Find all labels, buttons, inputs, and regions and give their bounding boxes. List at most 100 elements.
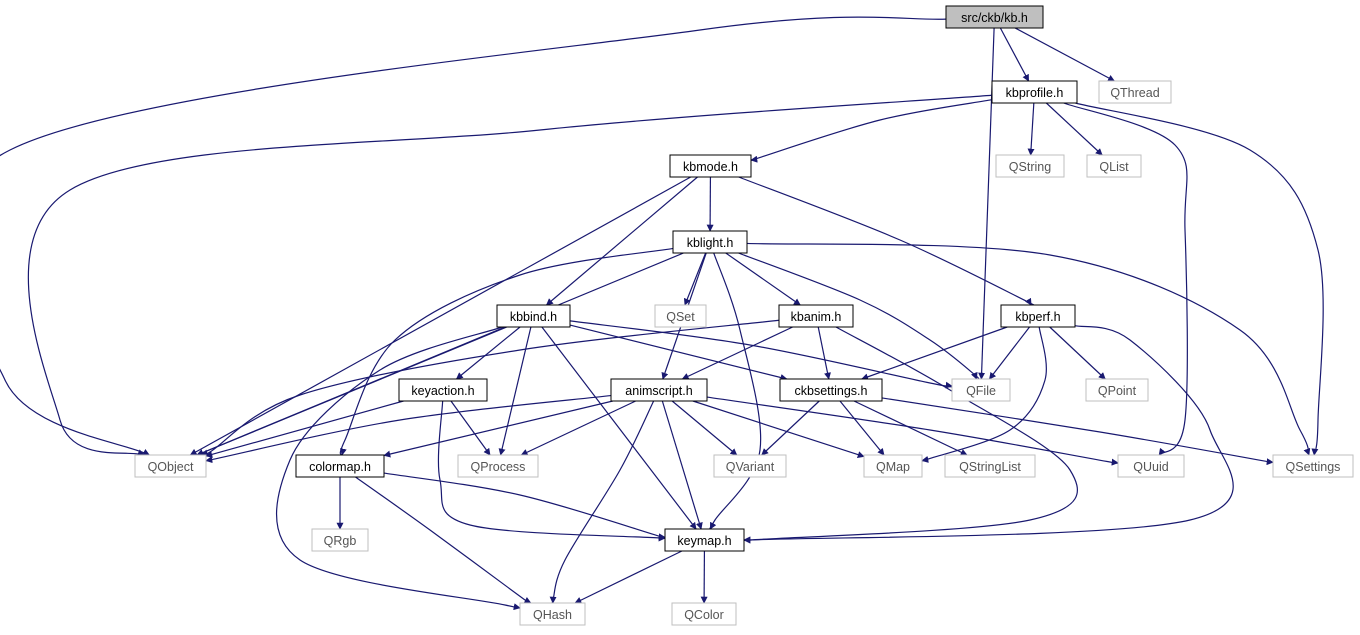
node-label-keyaction: keyaction.h xyxy=(411,384,474,398)
edge-kblight-to-qset xyxy=(683,252,707,306)
node-animscript[interactable]: animscript.h xyxy=(610,378,708,402)
node-kbprofile[interactable]: kbprofile.h xyxy=(991,80,1078,104)
node-qvariant: QVariant xyxy=(713,454,787,478)
edge-kbanim-to-keymap xyxy=(726,326,1078,544)
edge-kblight-to-colormap xyxy=(339,247,674,456)
edge-kblight-to-kbanim xyxy=(725,252,801,306)
node-box-qlist xyxy=(1086,154,1142,178)
node-label-ckbsettings: ckbsettings.h xyxy=(795,384,868,398)
node-kbbind[interactable]: kbbind.h xyxy=(496,304,571,328)
node-box-qprocess xyxy=(457,454,539,478)
node-qstringlist: QStringList xyxy=(944,454,1036,478)
edge-animscript-to-qhash xyxy=(549,400,655,605)
node-label-qprocess: QProcess xyxy=(471,460,526,474)
node-label-qsettings: QSettings xyxy=(1286,460,1341,474)
edge-kbanim-to-animscript xyxy=(681,326,793,380)
edge-kbbind-to-keyaction xyxy=(455,326,521,380)
node-kbmode[interactable]: kbmode.h xyxy=(669,154,752,178)
node-qthread: QThread xyxy=(1098,80,1172,104)
node-box-ckbsettings xyxy=(779,378,883,402)
node-qmap: QMap xyxy=(863,454,923,478)
node-kbperf[interactable]: kbperf.h xyxy=(1000,304,1076,328)
node-label-qthread: QThread xyxy=(1110,86,1159,100)
edge-kbprofile-to-kbmode xyxy=(741,99,993,164)
node-kblight[interactable]: kblight.h xyxy=(672,230,748,254)
node-box-colormap xyxy=(295,454,385,478)
edge-kbprofile-to-qsettings xyxy=(1075,102,1324,456)
node-box-animscript xyxy=(610,378,708,402)
node-box-qthread xyxy=(1098,80,1172,104)
edge-kbperf-to-qfile xyxy=(988,326,1031,380)
node-box-kbanim xyxy=(778,304,854,328)
edge-animscript-to-qvariant xyxy=(671,400,738,456)
node-box-qstringlist xyxy=(944,454,1036,478)
edge-kbprofile-to-qlist xyxy=(1045,102,1103,156)
edge-kbprofile-to-qobject xyxy=(27,94,993,456)
edge-kbmode-to-kbperf xyxy=(738,176,1041,309)
node-label-kb: src/ckb/kb.h xyxy=(961,11,1028,25)
node-box-kblight xyxy=(672,230,748,254)
node-box-kbbind xyxy=(496,304,571,328)
node-label-keymap: keymap.h xyxy=(677,534,731,548)
node-box-qhash xyxy=(519,602,586,626)
edge-animscript-to-colormap xyxy=(383,400,613,458)
node-kb[interactable]: src/ckb/kb.h xyxy=(945,5,1044,29)
node-quuid: QUuid xyxy=(1117,454,1185,478)
node-qrgb: QRgb xyxy=(311,528,369,552)
node-box-qvariant xyxy=(713,454,787,478)
edge-kbbind-to-keymap xyxy=(541,326,697,530)
node-keyaction[interactable]: keyaction.h xyxy=(398,378,488,402)
node-label-qstringlist: QStringList xyxy=(959,460,1021,474)
edge-keyaction-to-qprocess xyxy=(450,400,491,456)
edge-kbmode-to-qobject xyxy=(189,176,691,456)
node-ckbsettings[interactable]: ckbsettings.h xyxy=(779,378,883,402)
node-box-qrgb xyxy=(311,528,369,552)
node-box-kbperf xyxy=(1000,304,1076,328)
edge-kb-to-qobject xyxy=(0,16,947,456)
node-box-quuid xyxy=(1117,454,1185,478)
node-label-kblight: kblight.h xyxy=(687,236,734,250)
edge-animscript-to-qprocess xyxy=(520,400,636,456)
node-box-qset xyxy=(654,304,707,328)
node-box-qpoint xyxy=(1085,378,1149,402)
node-label-colormap: colormap.h xyxy=(309,460,371,474)
node-label-qcolor: QColor xyxy=(684,608,724,622)
node-label-qmap: QMap xyxy=(876,460,910,474)
node-label-kbprofile: kbprofile.h xyxy=(1006,86,1064,100)
node-colormap[interactable]: colormap.h xyxy=(295,454,385,478)
edge-keyaction-to-qobject xyxy=(205,400,404,458)
node-label-animscript: animscript.h xyxy=(625,384,692,398)
node-keymap[interactable]: keymap.h xyxy=(664,528,745,552)
node-box-qcolor xyxy=(671,602,737,626)
node-label-qset: QSet xyxy=(666,310,695,324)
edge-kbmode-to-kbbind xyxy=(545,176,698,306)
node-box-kb xyxy=(945,5,1044,29)
node-label-qpoint: QPoint xyxy=(1098,384,1137,398)
edge-kbbind-to-qfile xyxy=(569,320,953,389)
edge-kbanim-to-ckbsettings xyxy=(817,326,831,380)
edge-kb-to-qthread xyxy=(1014,27,1116,82)
edge-keymap-to-qhash xyxy=(574,550,683,604)
edge-kblight-to-qfile xyxy=(738,252,980,380)
edge-kbbind-to-qprocess xyxy=(498,326,532,456)
node-label-qfile: QFile xyxy=(966,384,996,398)
node-box-qobject xyxy=(134,454,207,478)
node-box-keymap xyxy=(664,528,745,552)
edge-ckbsettings-to-qstringlist xyxy=(853,400,968,456)
node-label-qlist: QList xyxy=(1099,160,1129,174)
edge-animscript-to-qobject xyxy=(194,394,612,464)
node-kbanim[interactable]: kbanim.h xyxy=(778,304,854,328)
edge-kblight-to-keymap xyxy=(709,252,762,530)
edge-kbperf-to-ckbsettings xyxy=(861,326,1008,381)
node-label-qhash: QHash xyxy=(533,608,572,622)
node-label-qstring: QString xyxy=(1009,160,1051,174)
node-box-qfile xyxy=(951,378,1011,402)
node-qpoint: QPoint xyxy=(1085,378,1149,402)
node-box-qsettings xyxy=(1272,454,1354,478)
edge-kb-to-kbprofile xyxy=(999,27,1030,82)
node-qprocess: QProcess xyxy=(457,454,539,478)
node-qfile: QFile xyxy=(951,378,1011,402)
edge-colormap-to-keymap xyxy=(383,472,675,541)
